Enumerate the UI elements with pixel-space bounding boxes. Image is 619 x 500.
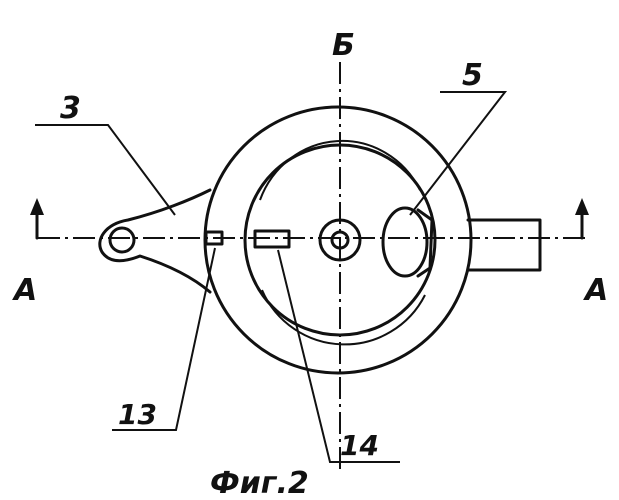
leader-3 bbox=[35, 125, 175, 215]
spout bbox=[468, 220, 540, 270]
part-5-element bbox=[383, 208, 432, 276]
section-arrow-left bbox=[30, 198, 44, 238]
handle bbox=[100, 190, 210, 292]
figure-caption: Фиг.2 bbox=[210, 466, 309, 500]
section-arrow-right bbox=[575, 198, 589, 238]
label-section-b: Б bbox=[332, 28, 355, 63]
leader-5 bbox=[410, 92, 505, 215]
label-part-13: 13 bbox=[118, 398, 157, 431]
label-part-14: 14 bbox=[340, 429, 379, 462]
label-section-a-right: A bbox=[583, 273, 608, 308]
label-part-3: 3 bbox=[60, 91, 81, 126]
label-section-a-left: A bbox=[12, 273, 37, 308]
label-part-5: 5 bbox=[462, 58, 483, 93]
